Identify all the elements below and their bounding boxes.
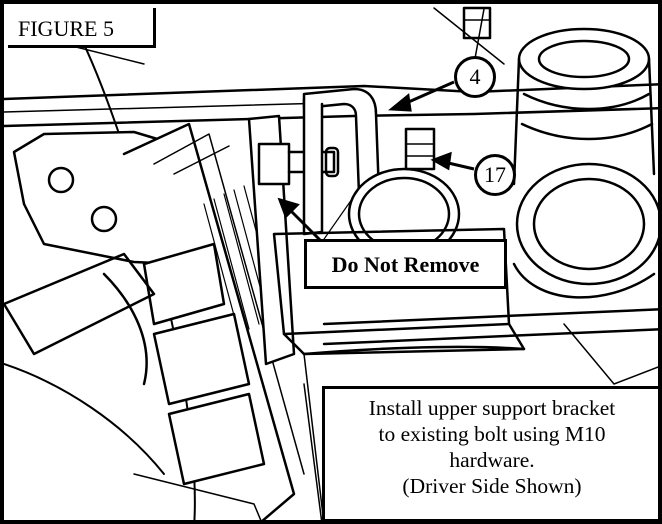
instructions-line-1: Install upper support bracket (368, 396, 616, 420)
callout-part-4: 4 (454, 56, 496, 98)
instructions-line-4: (Driver Side Shown) (402, 474, 582, 498)
instructions-box: Install upper support bracket to existin… (322, 386, 658, 520)
callout-part-17: 17 (474, 154, 516, 196)
instructions-line-3: hardware. (449, 448, 535, 472)
line-drawing (4, 6, 658, 520)
figure-label: FIGURE 5 (8, 8, 156, 48)
instructions-line-2: to existing bolt using M10 (378, 422, 606, 446)
do-not-remove-label: Do Not Remove (304, 239, 507, 289)
